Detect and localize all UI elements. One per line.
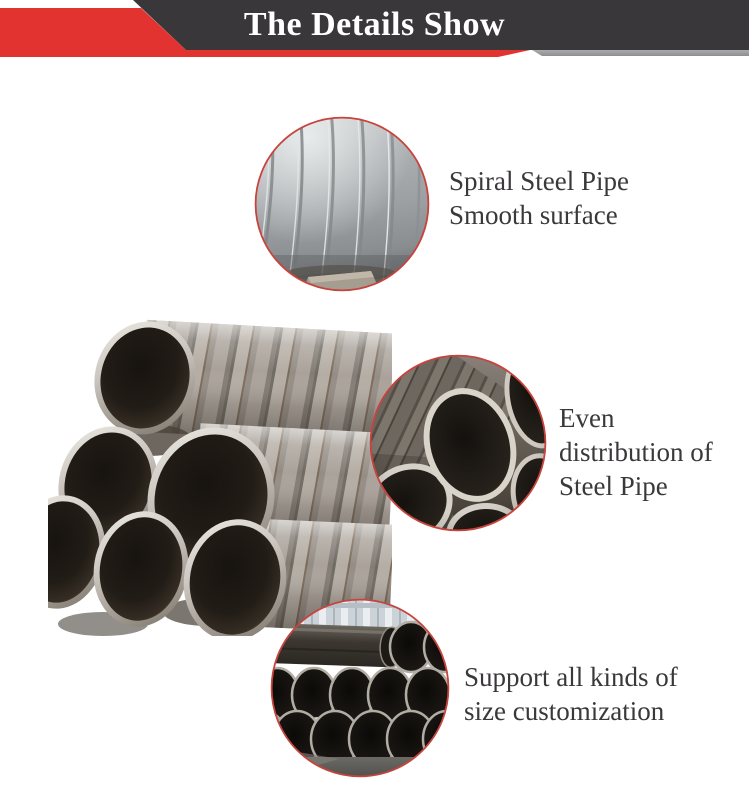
- details-banner: The Details Show: [0, 0, 749, 62]
- caption-line: Even: [559, 403, 615, 433]
- feature-image-even-distribution: [368, 353, 548, 533]
- main-product-photo: [14, 312, 395, 641]
- caption-smooth-surface: Spiral Steel Pipe Smooth surface: [449, 164, 629, 232]
- pipe-opening: [94, 321, 196, 435]
- circle-ring: [254, 116, 430, 292]
- stacked-pipes-warehouse-image: [270, 598, 450, 778]
- pipe-opening-row-top: [388, 620, 449, 674]
- pipe-opening: [93, 511, 189, 627]
- caption-line: Smooth surface: [449, 200, 618, 230]
- caption-line: Support all kinds of: [464, 662, 678, 692]
- banner-dark-band: [133, 0, 749, 50]
- circle-ring: [369, 354, 547, 532]
- caption-even-distribution: Even distribution of Steel Pipe: [559, 401, 713, 503]
- feature-image-smooth-surface: [253, 115, 431, 293]
- banner-shadow-strip: [532, 50, 749, 56]
- banner-title: The Details Show: [243, 6, 506, 43]
- caption-line: size customization: [464, 696, 665, 726]
- caption-line: Steel Pipe: [559, 471, 668, 501]
- pipe-opening: [183, 519, 287, 641]
- caption-line: Spiral Steel Pipe: [449, 166, 629, 196]
- caption-line: distribution of: [559, 437, 713, 467]
- pipe-ends-closeup-image: [369, 354, 547, 532]
- pipe-body-top: [140, 319, 395, 446]
- long-pipe-body: [271, 622, 403, 669]
- circle-ring: [270, 598, 450, 778]
- feature-image-size-customization: [269, 597, 451, 779]
- pipe-opening-row-middle: [271, 666, 449, 724]
- caption-size-customization: Support all kinds of size customization: [464, 660, 678, 728]
- spiral-pipes-stack-image: [14, 319, 395, 641]
- pipe-surface-closeup-image: [254, 116, 430, 292]
